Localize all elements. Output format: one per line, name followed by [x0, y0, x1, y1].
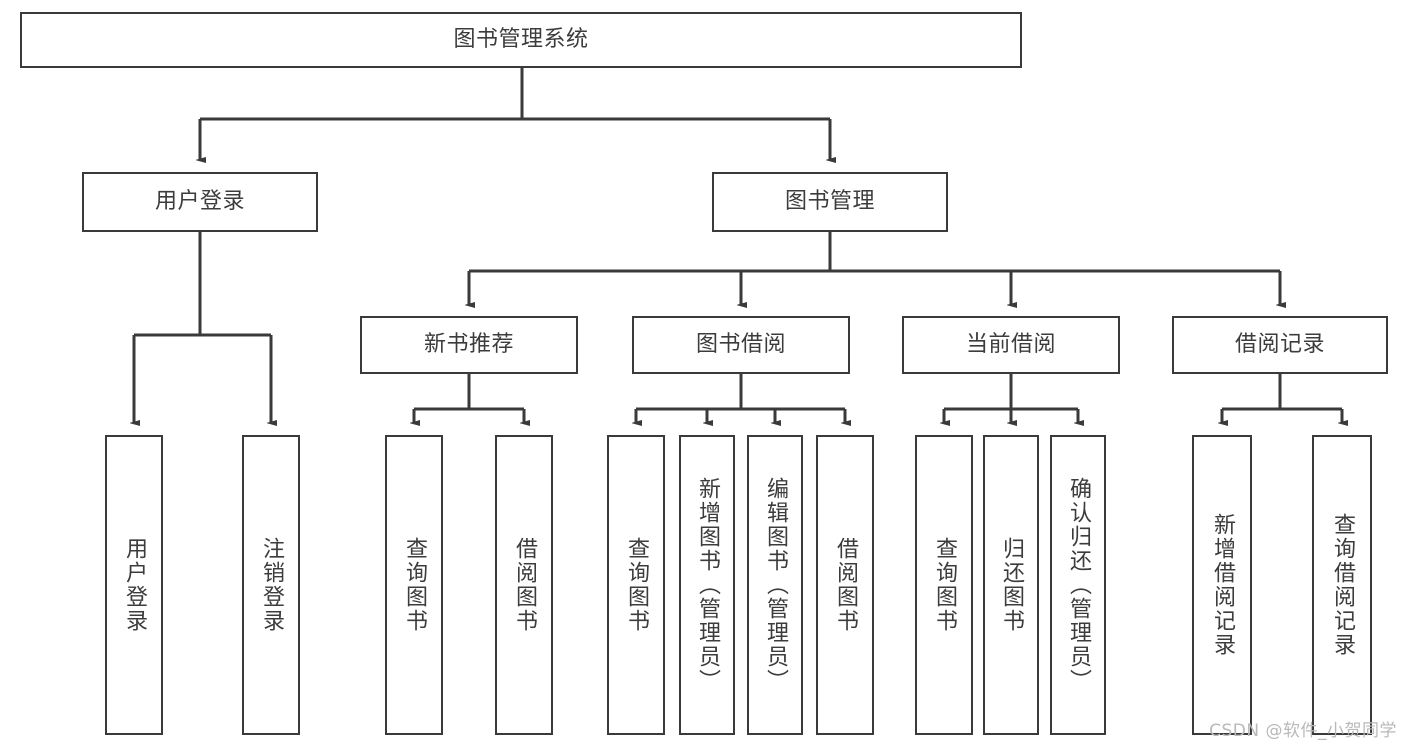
- node-leaf-current-search-label: 查询图书: [931, 537, 957, 633]
- node-user-login[interactable]: 用户登录: [82, 172, 318, 232]
- node-leaf-borrow-search[interactable]: 查询图书: [607, 435, 665, 735]
- node-leaf-record-search-label: 查询借阅记录: [1329, 513, 1355, 657]
- node-user-login-label: 用户登录: [154, 188, 245, 214]
- node-borrow-record-label: 借阅记录: [1234, 331, 1325, 357]
- node-book-management-label: 图书管理: [784, 188, 875, 214]
- node-leaf-current-search[interactable]: 查询图书: [915, 435, 973, 735]
- node-leaf-newbook-search-label: 查询图书: [401, 537, 427, 633]
- node-root-label: 图书管理系统: [453, 26, 589, 52]
- node-leaf-borrow-lend-label: 借阅图书: [832, 537, 858, 633]
- node-leaf-current-confirm-return-label: 确认归还（管理员）: [1065, 477, 1091, 693]
- node-leaf-record-search[interactable]: 查询借阅记录: [1312, 435, 1372, 735]
- node-leaf-borrow-add[interactable]: 新增图书（管理员）: [679, 435, 735, 735]
- node-leaf-current-return[interactable]: 归还图书: [983, 435, 1039, 735]
- node-borrow-record[interactable]: 借阅记录: [1172, 316, 1388, 374]
- node-book-borrow[interactable]: 图书借阅: [632, 316, 850, 374]
- node-root[interactable]: 图书管理系统: [20, 12, 1022, 68]
- node-leaf-borrow-edit-label: 编辑图书（管理员）: [762, 477, 788, 693]
- node-leaf-record-add-label: 新增借阅记录: [1209, 513, 1235, 657]
- node-leaf-current-return-label: 归还图书: [998, 537, 1024, 633]
- node-leaf-borrow-add-label: 新增图书（管理员）: [694, 477, 720, 693]
- node-current-borrow-label: 当前借阅: [965, 331, 1056, 357]
- node-new-book-recommend-label: 新书推荐: [423, 331, 514, 357]
- node-new-book-recommend[interactable]: 新书推荐: [360, 316, 578, 374]
- node-book-management[interactable]: 图书管理: [712, 172, 948, 232]
- node-leaf-user-logout-label: 注销登录: [258, 537, 284, 633]
- node-current-borrow[interactable]: 当前借阅: [902, 316, 1120, 374]
- node-leaf-newbook-search[interactable]: 查询图书: [385, 435, 443, 735]
- node-leaf-user-login[interactable]: 用户登录: [105, 435, 163, 735]
- csdn-watermark: CSDN @软件_小贺同学: [1209, 721, 1397, 741]
- node-leaf-borrow-edit[interactable]: 编辑图书（管理员）: [747, 435, 803, 735]
- node-leaf-newbook-borrow[interactable]: 借阅图书: [495, 435, 553, 735]
- node-leaf-record-add[interactable]: 新增借阅记录: [1192, 435, 1252, 735]
- node-leaf-user-login-label: 用户登录: [121, 537, 147, 633]
- node-leaf-newbook-borrow-label: 借阅图书: [511, 537, 537, 633]
- node-leaf-borrow-lend[interactable]: 借阅图书: [816, 435, 874, 735]
- node-leaf-borrow-search-label: 查询图书: [623, 537, 649, 633]
- node-book-borrow-label: 图书借阅: [695, 331, 786, 357]
- node-leaf-current-confirm-return[interactable]: 确认归还（管理员）: [1050, 435, 1106, 735]
- node-leaf-user-logout[interactable]: 注销登录: [242, 435, 300, 735]
